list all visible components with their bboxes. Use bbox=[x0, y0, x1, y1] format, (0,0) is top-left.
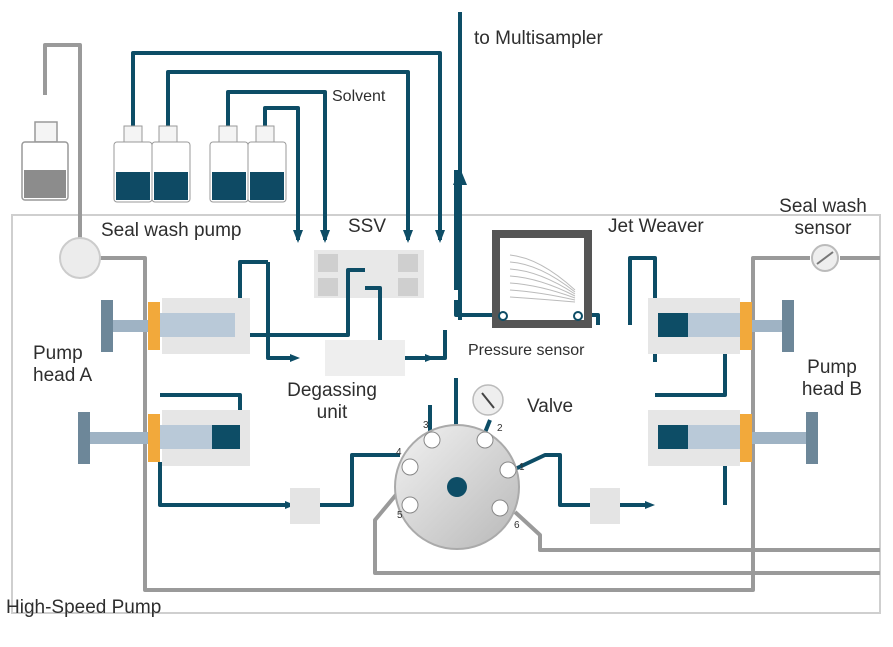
purge-valve-knob bbox=[472, 384, 504, 416]
valve-port-3: 3 bbox=[423, 420, 429, 431]
seal-wash-sensor-icon bbox=[811, 244, 839, 272]
valve-port-2: 2 bbox=[497, 423, 503, 434]
high-speed-pump-label: High-Speed Pump bbox=[6, 597, 162, 618]
valve-port-1: 1 bbox=[519, 462, 525, 473]
pump-housing bbox=[11, 214, 881, 614]
multiport-valve bbox=[394, 424, 520, 550]
pump-head-a bbox=[78, 298, 250, 466]
pump-head-a-label: Pump head A bbox=[33, 343, 93, 386]
pressure-sensor-label: Pressure sensor bbox=[468, 340, 585, 362]
valve-port-4: 4 bbox=[396, 447, 402, 458]
valve-label: Valve bbox=[527, 396, 574, 417]
ssv-label: SSV bbox=[348, 216, 387, 237]
pump-head-b bbox=[648, 298, 818, 466]
ssv-valve-block bbox=[314, 250, 424, 298]
jet-weaver-label: Jet Weaver bbox=[608, 216, 704, 237]
valve-port-5: 5 bbox=[397, 510, 403, 521]
seal-wash-pump-label: Seal wash pump bbox=[101, 220, 242, 241]
check-valves bbox=[290, 488, 620, 524]
seal-wash-pump-icon bbox=[59, 237, 101, 279]
jet-weaver-box bbox=[492, 230, 592, 328]
degassing-unit-block bbox=[325, 340, 405, 376]
valve-port-6: 6 bbox=[514, 520, 520, 531]
solvent-label: Solvent bbox=[332, 88, 386, 105]
solvent-lines bbox=[131, 51, 442, 240]
solvent-arrows bbox=[293, 230, 445, 243]
degassing-unit-label: Degassing unit bbox=[287, 380, 377, 423]
seal-wash-bottle bbox=[21, 121, 69, 201]
solvent-bottles bbox=[113, 125, 287, 203]
outlet-arrow bbox=[453, 168, 467, 185]
seal-wash-sensor-label: Seal wash sensor bbox=[779, 196, 867, 239]
to-multisampler-label: to Multisampler bbox=[474, 28, 603, 49]
seal-wash-lines bbox=[43, 43, 880, 592]
pump-head-b-label: Pump head B bbox=[801, 357, 863, 400]
